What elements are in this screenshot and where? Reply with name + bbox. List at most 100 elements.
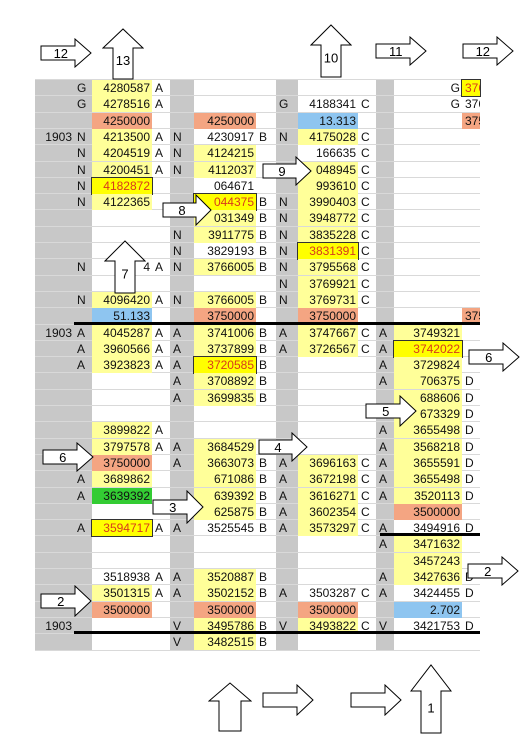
cell-code[interactable]: D [465,407,474,421]
cell-value[interactable]: 3720585 [193,356,257,375]
cell-code[interactable]: C [361,292,370,307]
cell-value[interactable]: 3795568 [298,259,358,276]
cell-value[interactable]: 3494916 [413,521,460,536]
cell-code[interactable]: N [77,129,86,144]
cell-code[interactable]: N [279,211,288,226]
cell-value[interactable]: 3835228 [298,226,358,243]
cell-value[interactable]: 3568218 [394,438,462,455]
cell-value[interactable]: 3616271 [298,487,358,504]
cell-value[interactable]: 3501315 [92,585,152,602]
cell-code[interactable]: A [379,439,388,454]
cell-code[interactable]: D [465,472,474,487]
cell-code[interactable]: C [361,276,370,291]
cell-value[interactable]: 4045287 [92,324,152,341]
cell-code[interactable]: B [259,618,268,633]
cell-value[interactable]: 3899822 [92,422,152,439]
cell-value[interactable]: 3766005 [194,259,256,276]
cell-code[interactable]: A [279,488,288,503]
cell-code[interactable]: C [361,260,370,275]
cell-code[interactable]: A [155,325,164,340]
cell-value[interactable]: 4200451 [92,161,152,178]
cell-code[interactable]: A [173,570,182,584]
cell-code[interactable]: N [173,244,182,258]
cell-code[interactable]: 3750000 [462,308,480,325]
cell-value[interactable]: 4230917 [207,129,254,144]
cell-value[interactable]: 3672198 [298,471,358,488]
cell-code[interactable]: C [361,488,370,503]
cell-code[interactable]: G [77,81,87,95]
cell-code[interactable]: V [379,618,388,633]
cell-code[interactable]: C [361,504,370,519]
cell-code[interactable]: N [279,129,288,144]
cell-value[interactable]: 993610 [298,177,358,194]
cell-value[interactable]: 3518938 [103,570,150,584]
cell-value[interactable]: 4250000 [194,112,256,129]
cell-value[interactable]: 3750000 [298,308,358,325]
cell-value[interactable]: 4182872 [91,176,153,195]
cell-value[interactable]: 3708892 [194,373,256,390]
cell-code[interactable]: A [155,570,164,584]
cell-value[interactable]: 4096420 [92,291,152,308]
cell-value[interactable]: 3769731 [298,291,358,308]
cell-code[interactable]: D [480,80,483,96]
cell-code[interactable]: N [279,276,288,291]
cell-value[interactable]: 3427636 [394,569,462,585]
cell-code[interactable]: N [77,162,86,177]
cell-code[interactable]: A [379,455,388,470]
cell-code[interactable]: N [77,195,86,210]
cell-value[interactable]: 3923823 [92,357,152,374]
cell-code[interactable]: B [259,292,268,307]
cell-value[interactable]: 3699835 [194,389,256,406]
cell-code[interactable]: N [173,162,182,177]
cell-code[interactable]: B [259,472,268,487]
cell-code[interactable]: A [155,341,164,356]
cell-value[interactable]: 3737899 [194,340,256,357]
cell-value[interactable]: 4 [143,260,150,275]
cell-value[interactable]: 4204519 [92,145,152,162]
cell-value[interactable]: 3421753 [413,618,460,633]
cell-code[interactable]: G [77,97,87,112]
cell-code[interactable]: A [279,472,288,487]
cell-code[interactable]: C [361,146,370,161]
cell-code[interactable]: A [379,472,388,487]
cell-code[interactable]: N [173,146,182,161]
cell-code[interactable]: B [259,129,268,144]
cell-code[interactable]: A [279,504,288,519]
cell-code[interactable]: A [155,292,164,307]
cell-value[interactable]: 1903 [45,129,72,144]
cell-value[interactable]: 2.702 [394,601,462,618]
cell-code[interactable]: N [279,260,288,275]
cell-code[interactable]: B [259,341,268,356]
cell-value[interactable]: 3424455 [413,586,460,601]
cell-value[interactable]: 3684529 [194,438,256,455]
cell-code[interactable]: A [155,423,164,438]
cell-code[interactable]: D [465,521,474,536]
cell-value[interactable]: G [450,81,460,95]
cell-code[interactable]: A [379,521,388,536]
cell-value[interactable]: 3749321 [394,324,462,341]
cell-code[interactable]: A [77,358,86,373]
cell-value[interactable]: 13.313 [298,112,358,129]
cell-code[interactable]: A [379,358,388,373]
cell-value[interactable]: 3457243 [394,552,462,569]
cell-value[interactable]: 3948772 [298,210,358,227]
cell-code[interactable]: N [279,244,288,258]
cell-value[interactable]: 671086 [194,471,256,488]
cell-value[interactable]: 3500000 [194,601,256,618]
cell-value[interactable]: 4280587 [92,80,152,96]
cell-code[interactable]: C [361,341,370,356]
cell-code[interactable]: D [465,618,474,633]
cell-value[interactable]: 4122365 [92,194,152,211]
cell-code[interactable]: B [259,325,268,340]
cell-code[interactable]: A [279,341,288,356]
cell-value[interactable]: 3573297 [298,520,358,537]
cell-code[interactable]: D [465,439,474,454]
cell-code[interactable]: C [361,472,370,487]
cell-code[interactable]: N [173,260,182,275]
cell-code[interactable]: B [259,211,268,226]
cell-value[interactable]: 4278516 [92,96,152,113]
cell-code[interactable]: C [361,162,370,177]
cell-value[interactable]: 3696163 [298,454,358,471]
cell-code[interactable]: A [279,521,288,536]
cell-code[interactable]: A [379,341,388,356]
